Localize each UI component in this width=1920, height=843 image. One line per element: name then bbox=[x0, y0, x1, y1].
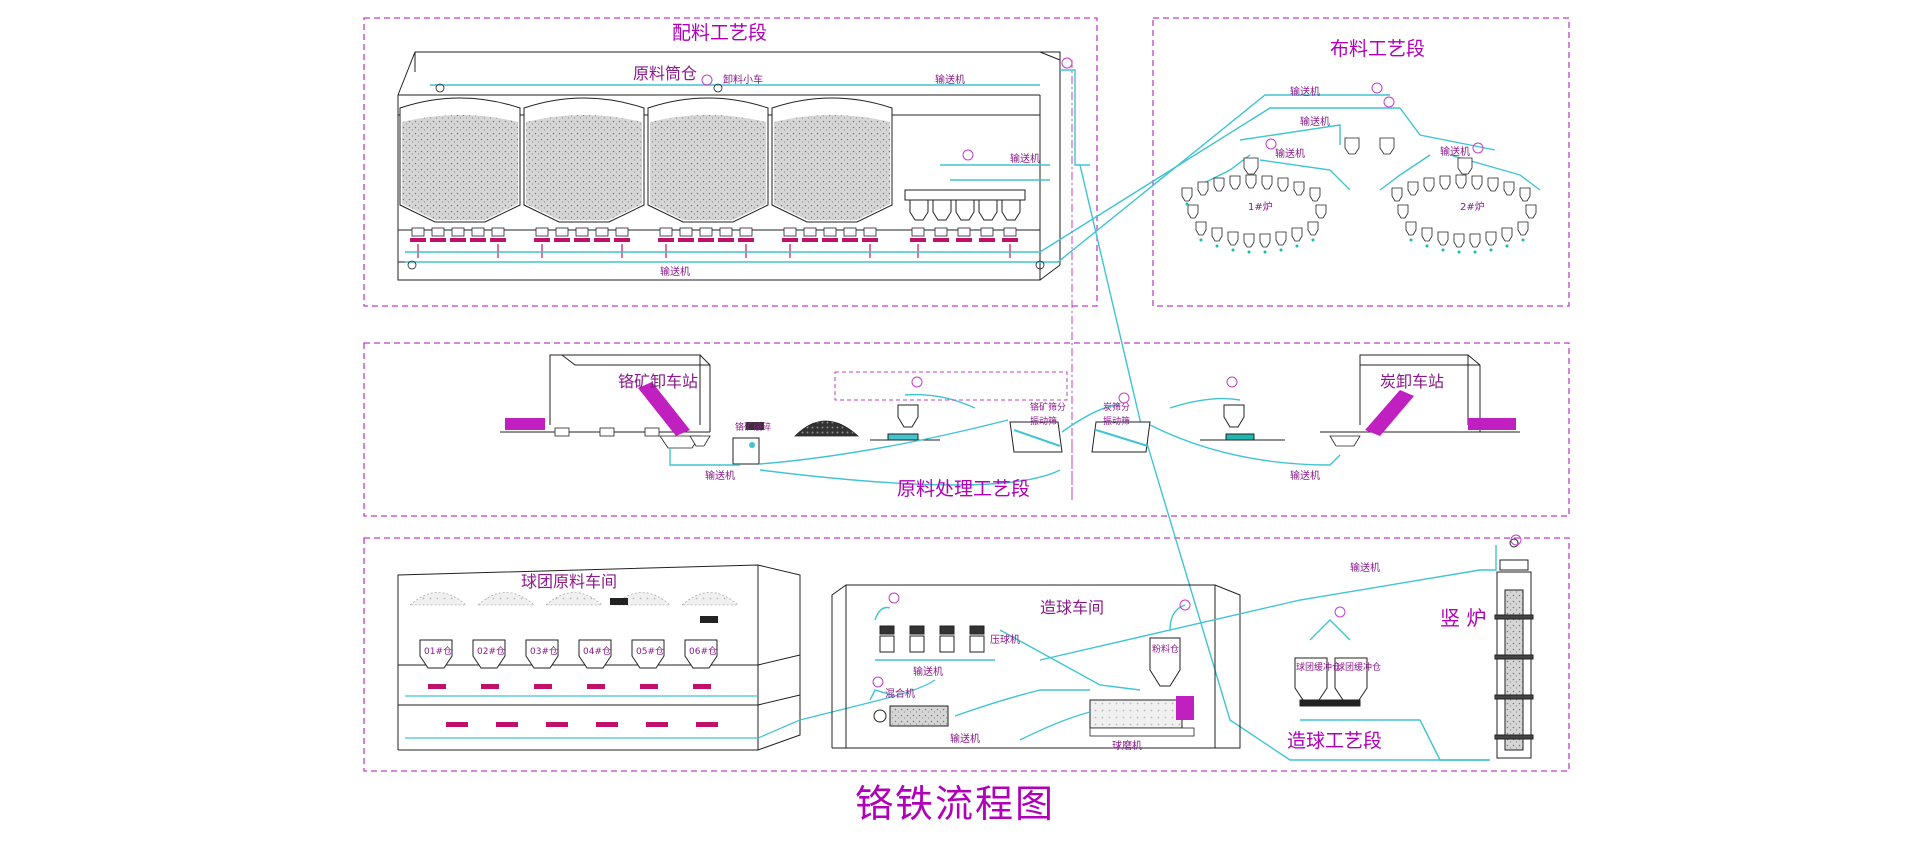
silo-group bbox=[399, 97, 893, 223]
conveyor-label-3: 输送机 bbox=[660, 267, 690, 278]
vib-screen-2-label: 振动筛 bbox=[1103, 417, 1131, 427]
chrome-screen-label: 铬矿筛分 bbox=[1030, 403, 1067, 413]
buffer-conveyors bbox=[1300, 545, 1497, 761]
coke-unload-label: 炭卸车站 bbox=[1380, 372, 1445, 391]
conveyor-label-8: 输送机 bbox=[705, 471, 735, 482]
pellet-buffer-silo-1-label: 球团缓冲仓 bbox=[1296, 663, 1342, 673]
coke-screen-hopper bbox=[1200, 404, 1285, 441]
pelletizing-conveyors bbox=[869, 569, 1481, 741]
conveyor-label-10: 输送机 bbox=[913, 667, 943, 678]
raw-processing-conveyors bbox=[669, 393, 1341, 486]
chrome-unload-equipment bbox=[505, 382, 711, 449]
pellet-silo-label: 粉料仓 bbox=[1152, 645, 1180, 655]
diagram-title: 铬铁流程图 bbox=[855, 782, 1056, 826]
bin-04-label: 04#仓 bbox=[583, 647, 611, 657]
shaft-furnace-body bbox=[1494, 538, 1534, 759]
shaft-furnace-label: 竖 炉 bbox=[1440, 606, 1487, 630]
furnace-feed-dots bbox=[1185, 202, 1525, 254]
ball-mill bbox=[1089, 696, 1195, 737]
silo-feeders bbox=[410, 227, 1018, 258]
chrome-crusher-unit bbox=[732, 422, 764, 465]
vibrating-screen-2 bbox=[1091, 421, 1151, 453]
conveyor-label-6: 输送机 bbox=[1275, 149, 1305, 160]
conveyor-label-7: 输送机 bbox=[1440, 147, 1470, 158]
silo-4 bbox=[771, 97, 893, 223]
silo-1 bbox=[399, 97, 521, 223]
pellet-silo bbox=[1149, 637, 1181, 687]
roller-press-label: 压球机 bbox=[990, 635, 1020, 646]
bin-01-label: 01#仓 bbox=[424, 647, 452, 657]
coke-unload-building bbox=[1320, 354, 1520, 433]
crusher-bypass-dashed bbox=[834, 371, 1068, 401]
bin-03-label: 03#仓 bbox=[530, 647, 558, 657]
batching-conveyors bbox=[405, 69, 1490, 761]
conveyor-label-1: 输送机 bbox=[935, 75, 965, 86]
pellet-bin-feeders bbox=[428, 684, 718, 727]
furnace-1-bins bbox=[1181, 157, 1327, 248]
pellet-buffer-silos bbox=[1294, 657, 1368, 707]
conveyor-label-5: 输送机 bbox=[1300, 117, 1330, 128]
small-bins-row bbox=[904, 189, 1026, 221]
pellet-buffer-silo-2-label: 球团缓冲仓 bbox=[1336, 663, 1382, 673]
chrome-unload-label: 铬矿卸车站 bbox=[618, 372, 699, 391]
furnace-1-label: 1#炉 bbox=[1248, 202, 1273, 213]
conveyor-label-11: 输送机 bbox=[950, 734, 980, 745]
motor-symbols bbox=[701, 57, 1522, 688]
coke-screen-label: 炭筛分 bbox=[1103, 403, 1131, 413]
chrome-crusher-label: 铬矿破碎 bbox=[735, 423, 772, 433]
bin-02-label: 02#仓 bbox=[477, 647, 505, 657]
conveyor-label-12: 输送机 bbox=[1350, 563, 1380, 574]
mixer-label: 混合机 bbox=[885, 689, 915, 700]
pellet-workshop-label: 造球车间 bbox=[1040, 598, 1105, 617]
unloading-cart-label: 卸料小车 bbox=[723, 75, 763, 86]
chrome-stockpile bbox=[794, 420, 860, 437]
pellet-bins-row bbox=[419, 639, 718, 669]
raw-processing-section-frame bbox=[363, 342, 1570, 517]
pellet-workshop-building bbox=[831, 584, 1241, 749]
pellet-raw-workshop-label: 球团原料车间 bbox=[521, 572, 618, 591]
distribution-section-frame bbox=[1152, 17, 1570, 307]
conveyor-label-9: 输送机 bbox=[1290, 471, 1320, 482]
bin-06-label: 06#仓 bbox=[689, 647, 717, 657]
coke-unload-equipment bbox=[1329, 390, 1516, 447]
raw-silo-label: 原料筒仓 bbox=[633, 64, 698, 83]
mixer-drum bbox=[873, 705, 949, 727]
pellet-loaders bbox=[610, 598, 718, 623]
distribution-conveyors bbox=[1199, 107, 1541, 191]
conveyor-label-2: 输送机 bbox=[1010, 154, 1040, 165]
chrome-screen-hopper bbox=[870, 404, 940, 441]
silo-3 bbox=[647, 97, 769, 223]
bin-05-label: 05#仓 bbox=[636, 647, 664, 657]
vib-screen-label: 振动筛 bbox=[1030, 417, 1058, 427]
roller-press-units bbox=[879, 625, 985, 653]
furnace-2-label: 2#炉 bbox=[1460, 202, 1485, 213]
ball-mill-label: 球磨机 bbox=[1112, 741, 1142, 752]
pellet-raw-piles bbox=[409, 592, 739, 606]
raw-processing-section-title: 原料处理工艺段 bbox=[897, 478, 1031, 500]
pellet-raw-conveyors bbox=[405, 679, 936, 739]
pelletizing-section-title: 造球工艺段 bbox=[1287, 730, 1383, 752]
pelletizing-section-frame bbox=[363, 537, 1570, 772]
conveyor-label-4: 输送机 bbox=[1290, 87, 1320, 98]
batching-section-title: 配料工艺段 bbox=[672, 22, 768, 44]
silo-2 bbox=[523, 97, 645, 223]
furnace-2-bins bbox=[1344, 137, 1537, 248]
distribution-section-title: 布料工艺段 bbox=[1330, 38, 1426, 60]
vibrating-screen-1 bbox=[1009, 421, 1063, 453]
